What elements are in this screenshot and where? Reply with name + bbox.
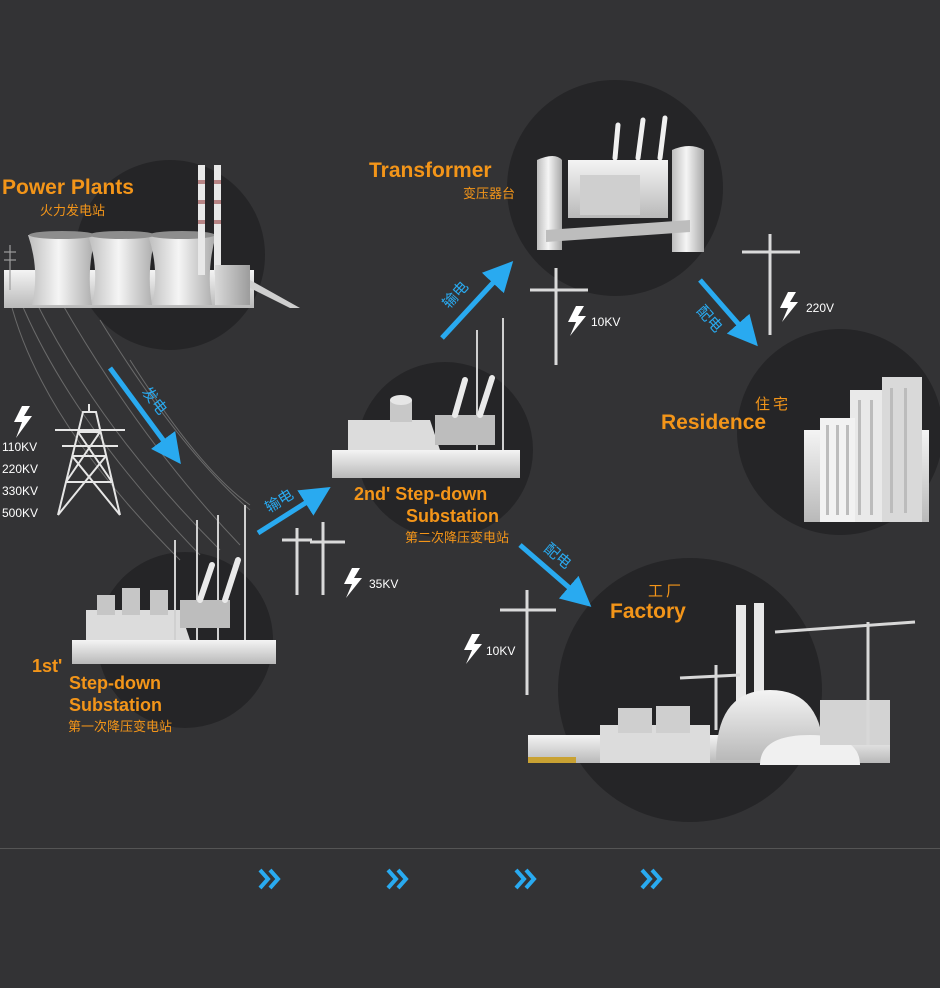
voltage-tower-500: 500KV (2, 506, 39, 520)
residence-subtitle: 住宅 (755, 396, 792, 413)
voltage-tower-220: 220KV (2, 462, 39, 476)
voltage-tower-110: 110KV (2, 440, 38, 454)
second-substation-title-line2: Substation (406, 506, 499, 526)
second-substation-subtitle: 第二次降压变电站 (405, 530, 510, 545)
first-substation-title-line1: Step-down (69, 673, 161, 693)
factory-title: Factory (610, 600, 686, 623)
voltage-pole-residence: 220V (806, 301, 835, 315)
first-substation-title-line2: Substation (69, 695, 162, 715)
transformer-subtitle: 变压器台 (463, 186, 516, 201)
transmission-tower-illustration (55, 404, 125, 516)
voltage-pole-factory: 10KV (486, 644, 516, 658)
first-substation-illustration (72, 505, 276, 664)
voltage-pole-transformer: 10KV (591, 315, 621, 329)
double-chevron-right-icon[interactable] (256, 866, 284, 892)
section-divider (0, 848, 940, 849)
voltage-tower-330: 330KV (2, 484, 39, 498)
double-chevron-right-icon[interactable] (512, 866, 540, 892)
transformer-title: Transformer (369, 159, 492, 182)
transmission-wires (9, 299, 251, 561)
power-plant-illustration (4, 165, 300, 308)
voltage-pole-35kv: 35KV (369, 577, 399, 591)
lightning-icons (14, 292, 798, 664)
factory-circle (558, 558, 822, 822)
residence-title: Residence (661, 411, 767, 434)
utility-poles (282, 234, 800, 695)
second-substation-title-line1: 2nd' Step-down (354, 484, 488, 504)
power-plants-title: Power Plants (2, 176, 134, 199)
first-substation-subtitle: 第一次降压变电站 (68, 719, 173, 734)
double-chevron-right-icon[interactable] (384, 866, 412, 892)
second-substation-illustration (332, 318, 520, 478)
factory-illustration (528, 603, 916, 765)
double-chevron-right-icon[interactable] (638, 866, 666, 892)
power-plants-subtitle: 火力发电站 (40, 203, 106, 218)
flow-arrows (107, 260, 758, 607)
factory-subtitle: 工厂 (648, 583, 685, 600)
residence-illustration (804, 377, 929, 522)
transformer-illustration (537, 115, 704, 252)
first-substation-prefix: 1st' (32, 656, 63, 676)
